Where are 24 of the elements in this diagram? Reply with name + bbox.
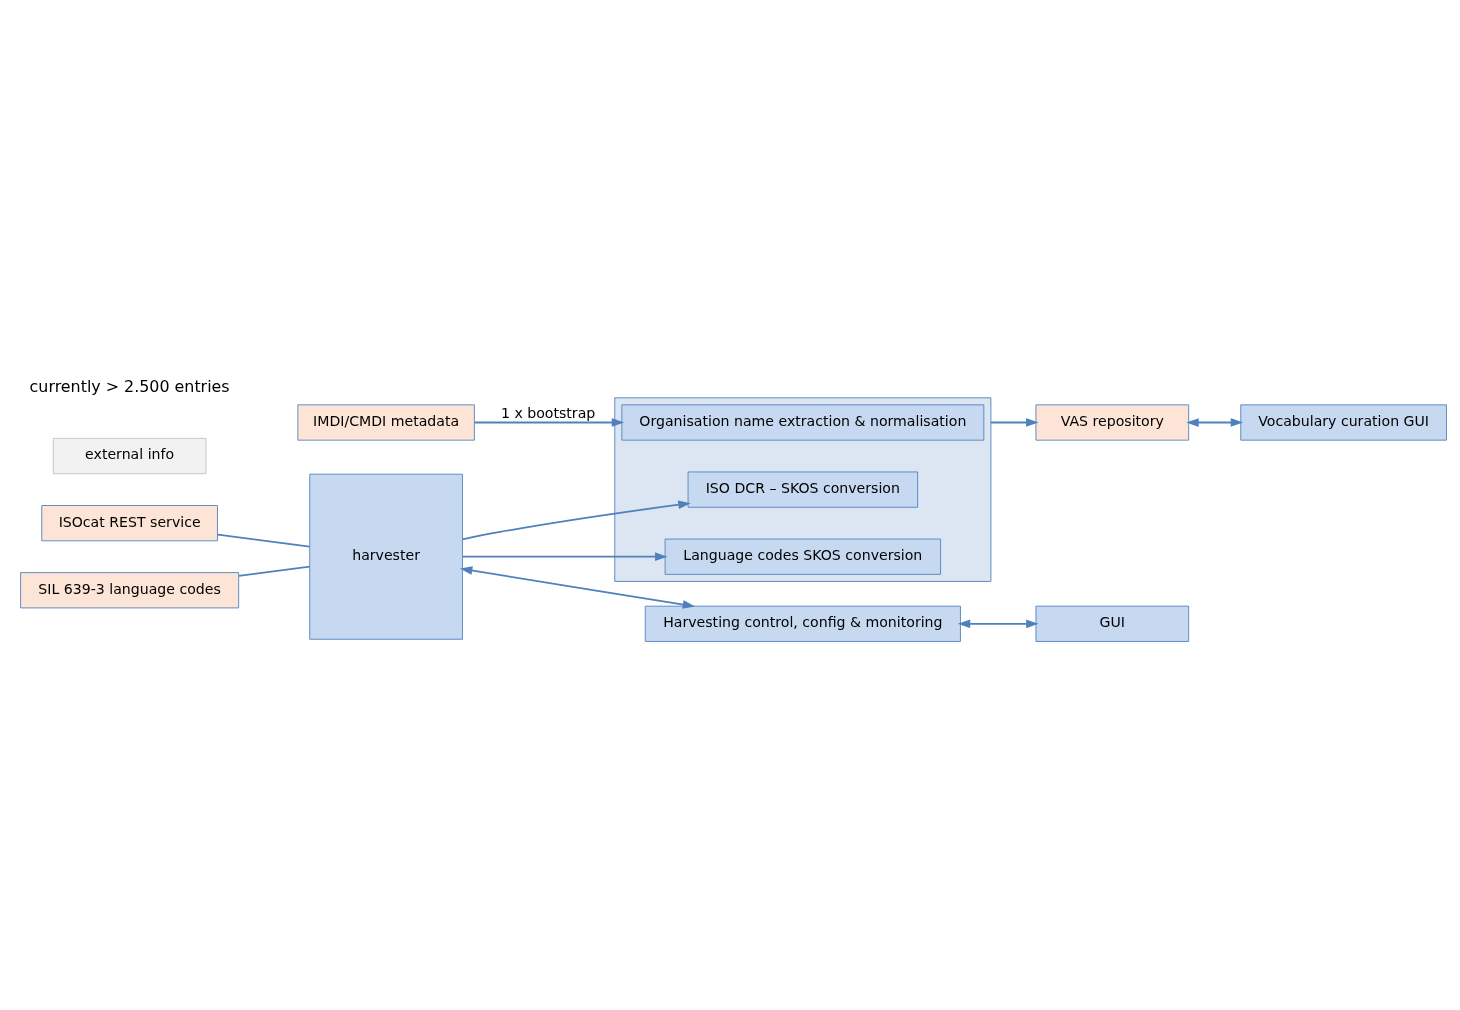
- label: currently > 2.500 entries: [29, 376, 230, 396]
- arrow: [461, 500, 691, 540]
- node-box: GUI: [1035, 605, 1190, 642]
- node-box: Harvesting control, config & monitoring: [644, 605, 961, 642]
- node-box: VAS repository: [1035, 403, 1190, 441]
- connector: [238, 565, 311, 577]
- node-box: Organisation name extraction & normalisation: [621, 403, 985, 441]
- node-box: SIL 639-3 language codes: [20, 571, 240, 608]
- node-box: IMDI/CMDI metadata: [297, 403, 475, 441]
- cluster: [614, 396, 992, 582]
- arrow: [473, 417, 625, 427]
- arrow: [459, 565, 696, 609]
- arrow: [957, 618, 1039, 628]
- arrow: [1186, 417, 1244, 427]
- node-box: external info: [52, 437, 207, 474]
- edge-label: 1 x bootstrap: [500, 404, 596, 421]
- node-box: ISO DCR – SKOS conversion: [687, 471, 919, 508]
- node-box: Language codes SKOS conversion: [664, 538, 941, 575]
- node-box: Vocabulary curation GUI: [1240, 403, 1447, 441]
- arrow: [990, 417, 1039, 427]
- node-box: harvester: [309, 473, 463, 640]
- arrow: [461, 551, 668, 561]
- connector: [216, 533, 311, 548]
- node-box: ISOcat REST service: [41, 504, 218, 541]
